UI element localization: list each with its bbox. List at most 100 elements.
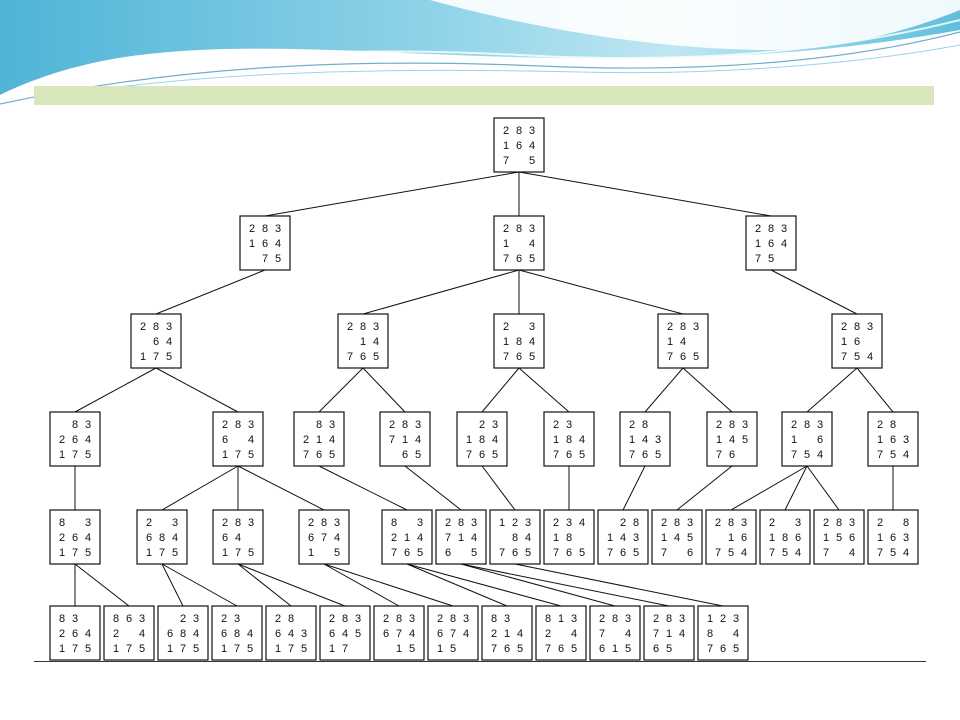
- puzzle-tile: 5: [355, 628, 361, 640]
- puzzle-tile: 5: [248, 449, 254, 461]
- puzzle-tile: 4: [409, 628, 415, 640]
- puzzle-tile: 4: [849, 547, 855, 559]
- tree-edges: [74, 171, 894, 607]
- puzzle-tile: 4: [463, 628, 469, 640]
- puzzle-tile: 1: [716, 434, 722, 446]
- puzzle-tile: 3: [417, 517, 423, 529]
- puzzle-tile: 2: [791, 419, 797, 431]
- puzzle-tile: 6: [599, 643, 605, 655]
- puzzle-tile: 8: [642, 419, 648, 431]
- puzzle-box: [831, 313, 883, 369]
- tree-edge-L0-L1c: [518, 171, 772, 217]
- puzzle-tile: 7: [303, 449, 309, 461]
- banner-wave-line-1: [0, 19, 960, 101]
- puzzle-tile: 6: [167, 628, 173, 640]
- puzzle-tile: 7: [389, 434, 395, 446]
- tree-edge-L2c-L3e: [481, 367, 520, 413]
- tree-edge-L4f-L5k: [460, 563, 616, 607]
- puzzle-tile: 6: [890, 434, 896, 446]
- puzzle-tile: 6: [817, 434, 823, 446]
- banner-wave-line-3: [59, 44, 960, 96]
- puzzle-box: [643, 605, 695, 661]
- tree-edge-L2e-L3j: [856, 367, 894, 413]
- puzzle-tile: 8: [516, 223, 522, 235]
- puzzle-tile: 6: [516, 140, 522, 152]
- puzzle-tile: 4: [235, 532, 241, 544]
- puzzle-tile: 6: [72, 434, 78, 446]
- puzzle-box: [493, 215, 545, 271]
- puzzle-tile: 5: [492, 449, 498, 461]
- puzzle-tile: 8: [729, 419, 735, 431]
- puzzle-tile: 7: [126, 643, 132, 655]
- puzzle-tile: 5: [728, 547, 734, 559]
- puzzle-tile: 5: [733, 643, 739, 655]
- puzzle-tile: 6: [516, 351, 522, 363]
- puzzle-tile: 3: [571, 613, 577, 625]
- puzzle-box: [435, 509, 487, 565]
- puzzle-tile: 3: [903, 532, 909, 544]
- puzzle-tile: 1: [329, 643, 335, 655]
- puzzle-tile: 4: [275, 238, 281, 250]
- puzzle-tile: 5: [529, 351, 535, 363]
- puzzle-tile: 1: [222, 547, 228, 559]
- puzzle-tile: 8: [674, 517, 680, 529]
- puzzle-box: [427, 605, 479, 661]
- puzzle-box: [493, 313, 545, 369]
- puzzle-tile: 1: [249, 238, 255, 250]
- puzzle-tile: 3: [795, 517, 801, 529]
- tree-edge-L4c-L5e: [237, 563, 292, 607]
- puzzle-tile: 3: [166, 321, 172, 333]
- puzzle-tile: 7: [877, 547, 883, 559]
- puzzle-tile: 4: [373, 336, 379, 348]
- puzzle-tile: 7: [342, 643, 348, 655]
- puzzle-tile: 2: [113, 628, 119, 640]
- puzzle-tile: 1: [404, 532, 410, 544]
- puzzle-tile: 8: [72, 419, 78, 431]
- puzzle-tile: 4: [288, 628, 294, 640]
- puzzle-tile: 2: [503, 223, 509, 235]
- puzzle-box: [319, 605, 371, 661]
- puzzle-tile: 2: [716, 419, 722, 431]
- puzzle-tile: 4: [642, 434, 648, 446]
- puzzle-tile: 3: [85, 517, 91, 529]
- puzzle-tile: 8: [516, 125, 522, 137]
- puzzle-tile: 7: [491, 643, 497, 655]
- puzzle-tile: 5: [139, 643, 145, 655]
- puzzle-tile: 3: [867, 321, 873, 333]
- puzzle-tile: 7: [769, 547, 775, 559]
- puzzle-tile: 5: [571, 643, 577, 655]
- puzzle-tile: 4: [85, 628, 91, 640]
- puzzle-tile: 2: [249, 223, 255, 235]
- puzzle-tile: 6: [383, 628, 389, 640]
- tree-edge-L1a-L2a: [155, 269, 266, 315]
- puzzle-tile: 1: [877, 532, 883, 544]
- puzzle-tile: 1: [316, 434, 322, 446]
- puzzle-tile: 8: [516, 336, 522, 348]
- puzzle-tile: 3: [504, 613, 510, 625]
- puzzle-tile: 4: [679, 628, 685, 640]
- puzzle-box: [781, 411, 833, 467]
- puzzle-tile: 3: [633, 532, 639, 544]
- puzzle-tile: 3: [903, 434, 909, 446]
- tree-edge-L4e-L5i: [406, 563, 508, 607]
- puzzle-tile: 6: [849, 532, 855, 544]
- puzzle-box: [759, 509, 811, 565]
- puzzle-tile: 7: [503, 253, 509, 265]
- puzzle-tile: 1: [607, 532, 613, 544]
- puzzle-tile: 6: [316, 449, 322, 461]
- puzzle-tile: 8: [836, 517, 842, 529]
- puzzle-tile: 3: [72, 613, 78, 625]
- puzzle-tile: 4: [417, 532, 423, 544]
- puzzle-tile: 7: [599, 628, 605, 640]
- puzzle-tile: 6: [222, 532, 228, 544]
- puzzle-tile: 2: [222, 517, 228, 529]
- puzzle-tile: 6: [768, 238, 774, 250]
- puzzle-tile: 7: [391, 547, 397, 559]
